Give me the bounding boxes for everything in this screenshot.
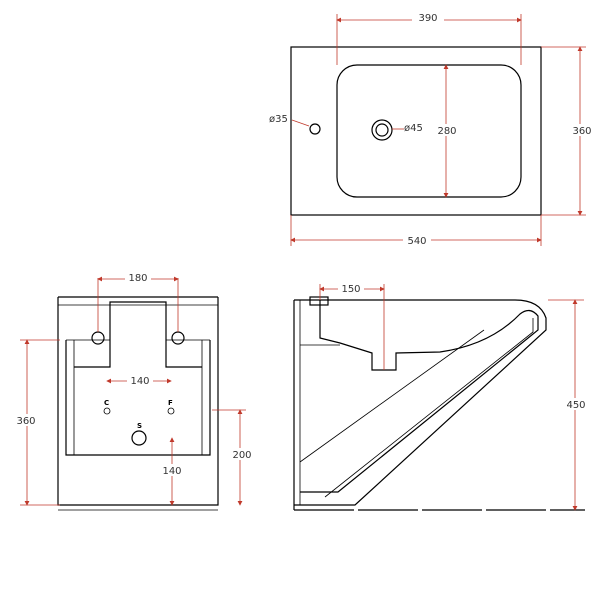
front-view: 180 360 140 C F S 140 200 — [12, 272, 255, 511]
cold-supply — [103, 407, 111, 415]
drain-label: ø45 — [404, 123, 423, 134]
side-height-label: 450 — [566, 400, 585, 411]
cold-label: C — [104, 399, 109, 407]
right-fixing-hole — [171, 331, 185, 345]
bowl-width-label: 390 — [418, 13, 437, 24]
tap-hole-block — [309, 296, 329, 306]
hot-supply — [167, 407, 175, 415]
bowl-outline — [336, 64, 522, 198]
left-fixing-hole — [91, 331, 105, 345]
fixing-height-label: 200 — [232, 450, 251, 461]
drain-outer — [371, 119, 393, 141]
hole-spacing-label: 180 — [128, 273, 147, 284]
tap-hole-label: ø35 — [269, 114, 288, 125]
supply-spacing-label: 140 — [130, 376, 149, 387]
waste-outlet — [131, 430, 147, 446]
side-outer-profile — [294, 299, 547, 506]
top-view: 390 280 360 540 ø35 ø45 — [269, 12, 596, 247]
hot-label: F — [168, 399, 173, 407]
basin-top-outline — [290, 46, 542, 216]
front-outline-sides — [57, 297, 219, 506]
depth-label: 360 — [572, 126, 591, 137]
side-view: 150 450 — [293, 282, 590, 511]
side-bowl-profile — [300, 300, 539, 493]
rim-offset-label: 150 — [341, 284, 360, 295]
front-wall-cutout — [74, 301, 202, 368]
bowl-depth-label: 280 — [437, 126, 456, 137]
side-inner-curve — [324, 318, 534, 498]
front-height-label: 360 — [16, 416, 35, 427]
tap-hole-leader — [291, 119, 310, 127]
width-label: 540 — [407, 236, 426, 247]
tap-hole — [309, 123, 321, 135]
drain-height-label: 140 — [162, 466, 181, 477]
drain-inner — [375, 123, 389, 137]
drain-mark-label: S — [137, 422, 142, 430]
front-inner-panel — [65, 340, 211, 456]
side-diagonal — [299, 329, 485, 463]
